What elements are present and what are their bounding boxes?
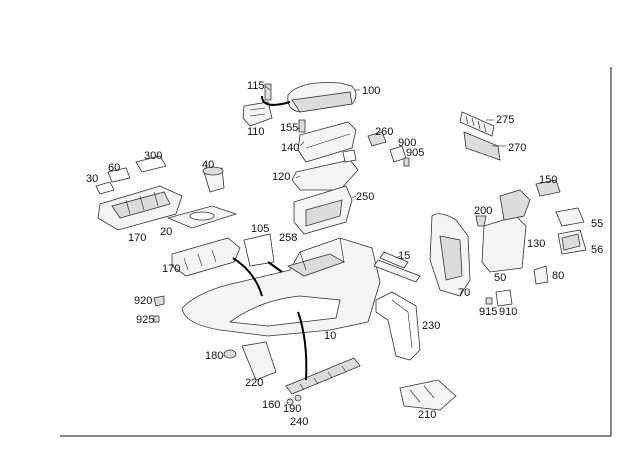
part-label: 905	[406, 147, 424, 159]
part-label: 920	[134, 295, 152, 307]
part-label: 55	[591, 218, 603, 230]
part-storage-box	[293, 185, 353, 235]
part-center-console	[181, 237, 381, 337]
part-label: 190	[283, 403, 301, 415]
part-label: 80	[552, 270, 564, 282]
part-80	[533, 265, 549, 285]
part-label: 915	[479, 306, 497, 318]
part-label: 155	[280, 122, 298, 134]
part-cup-insert	[202, 166, 225, 193]
part-pads	[95, 155, 167, 195]
part-number-labels: 115 100 110 155 140 260 900 905 275 270 …	[86, 80, 603, 428]
part-cable-duct	[285, 357, 361, 395]
part-160-190	[286, 394, 302, 406]
part-label: 240	[290, 416, 308, 428]
part-bracket-50	[481, 189, 531, 273]
assembly-arrows	[232, 95, 308, 381]
part-label: 140	[281, 142, 299, 154]
part-label: 170	[128, 232, 146, 244]
part-label: 160	[262, 399, 280, 411]
part-label: 120	[272, 171, 290, 183]
part-label: 900	[398, 137, 416, 149]
part-label: 210	[418, 409, 436, 421]
part-screw-200	[475, 215, 487, 227]
part-label: 115	[247, 80, 265, 92]
part-lid-insert	[297, 121, 357, 163]
diagram-frame	[60, 67, 612, 437]
part-label: 110	[247, 126, 265, 138]
part-150	[535, 179, 561, 197]
part-side-panel	[429, 213, 471, 297]
part-label: 180	[205, 350, 223, 362]
part-label: 30	[86, 173, 98, 185]
part-label: 300	[144, 150, 162, 162]
part-armrest-lid	[287, 82, 357, 113]
part-label: 100	[362, 85, 380, 97]
part-console-tray	[97, 185, 183, 231]
part-label: 60	[108, 162, 120, 174]
part-rear-frame	[375, 291, 421, 361]
part-label: 250	[356, 191, 374, 203]
part-label: 258	[279, 232, 297, 244]
part-label: 910	[499, 306, 517, 318]
part-label: 260	[375, 126, 393, 138]
part-vent-grille	[459, 111, 501, 161]
part-rails	[373, 251, 421, 283]
part-label: 270	[508, 142, 526, 154]
part-side-bracket	[241, 341, 277, 381]
part-label: 50	[494, 272, 506, 284]
part-920-925	[153, 295, 165, 323]
leader-lines	[264, 85, 506, 259]
part-180	[223, 349, 237, 359]
part-label: 170	[162, 263, 180, 275]
part-base-210	[399, 379, 457, 411]
part-label: 275	[496, 114, 514, 126]
part-label: 230	[422, 320, 440, 332]
part-cover	[243, 233, 275, 267]
part-label: 56	[591, 244, 603, 256]
part-label: 20	[160, 226, 172, 238]
part-label: 10	[324, 330, 336, 342]
part-label: 220	[245, 377, 263, 389]
part-label: 105	[251, 223, 269, 235]
part-holders	[555, 207, 587, 255]
part-mat	[166, 205, 238, 229]
part-label: 70	[458, 287, 470, 299]
part-switch-900	[389, 145, 410, 167]
part-915-910	[485, 289, 513, 307]
part-label: 130	[527, 238, 545, 250]
part-pin	[298, 119, 306, 133]
part-label: 15	[398, 250, 410, 262]
part-switch-panel	[171, 237, 241, 277]
part-clip-260	[367, 131, 387, 147]
part-label: 200	[474, 205, 492, 217]
part-label: 150	[539, 174, 557, 186]
part-label: 40	[202, 159, 214, 171]
part-label: 925	[136, 314, 154, 326]
